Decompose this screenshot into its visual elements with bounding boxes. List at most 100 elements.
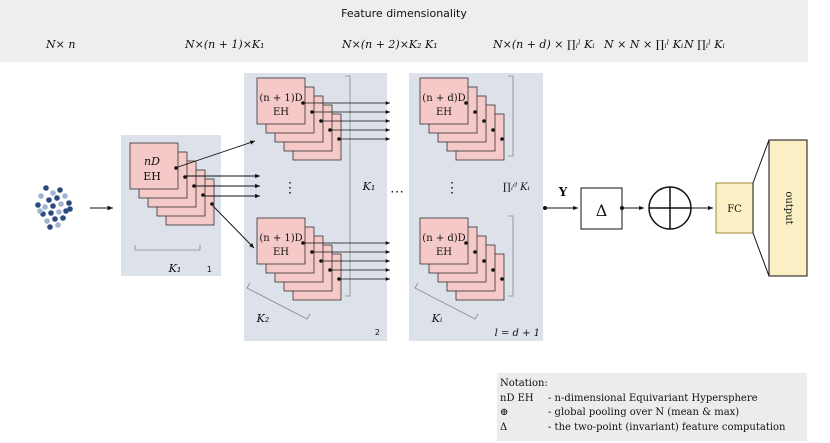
notation-desc-delta: - the two-point (invariant) feature comp… bbox=[548, 422, 786, 433]
eh-output-dot bbox=[473, 250, 477, 254]
delta-label: Δ bbox=[596, 201, 608, 220]
arrow-to-bottom-block bbox=[212, 205, 255, 249]
stage-l-top-label-top: (n + d)D bbox=[422, 93, 465, 104]
eh-output-dot bbox=[201, 193, 205, 197]
point bbox=[47, 224, 53, 230]
dim-stage-l: N×(n + d) × ∏ᵢˡ Kᵢ bbox=[492, 38, 595, 51]
point bbox=[54, 195, 60, 201]
notation-desc-eh: - n-dimensional Equivariant Hypersphere bbox=[548, 393, 758, 404]
stage-2-index: 2 bbox=[375, 328, 380, 337]
eh-output-dot bbox=[337, 277, 341, 281]
eh-output-dot bbox=[301, 101, 305, 105]
dim-stage-1: N×(n + 1)×K₁ bbox=[184, 38, 265, 51]
stage-2-side-k-label: K₁ bbox=[362, 180, 376, 193]
notation-symbol-eh: nD EH bbox=[500, 393, 534, 404]
stage-2-diagonal-brace bbox=[246, 282, 311, 320]
stage-l-eh-stack-top bbox=[419, 77, 505, 161]
stage-1-block-label-top: nD bbox=[144, 155, 160, 168]
point bbox=[66, 200, 72, 206]
eh-output-dot bbox=[491, 128, 495, 132]
point bbox=[50, 190, 56, 196]
eh-output-dot bbox=[500, 137, 504, 141]
notation-title: Notation: bbox=[500, 378, 548, 389]
point bbox=[52, 216, 58, 222]
eh-output-dot bbox=[473, 110, 477, 114]
y-label: Y bbox=[558, 185, 568, 199]
eh-output-dot bbox=[491, 268, 495, 272]
point bbox=[58, 201, 64, 207]
fc-label: FC bbox=[727, 204, 742, 215]
stage-l-bottom-label-top: (n + d)D bbox=[422, 233, 465, 244]
eh-output-dot bbox=[210, 202, 214, 206]
notation-legend: Notation: nD EH - n-dimensional Equivari… bbox=[497, 373, 807, 441]
fc-box bbox=[715, 182, 754, 234]
eh-output-dot bbox=[301, 241, 305, 245]
stage-2-top-label-bottom: EH bbox=[273, 107, 289, 118]
stage-1-block-label-bottom: EH bbox=[143, 170, 161, 183]
eh-output-dot bbox=[500, 277, 504, 281]
stage-2-eh-stack-top bbox=[256, 77, 342, 161]
stage-l-panel: (n + d)D EH ⋮ (n + d)D EH ∏ᵢᵈ Kᵢ Kᵢ l = … bbox=[409, 73, 543, 341]
eh-output-dot bbox=[328, 268, 332, 272]
stage-l-side-brace-bottom bbox=[508, 215, 514, 297]
point bbox=[38, 193, 44, 199]
eh-output-dot bbox=[310, 250, 314, 254]
dim-two-point: N × N × ∏ᵢˡ Kᵢ bbox=[603, 38, 683, 51]
notation-symbol-delta: Δ bbox=[500, 422, 507, 433]
eh-output-dot bbox=[337, 137, 341, 141]
eh-output-dot bbox=[328, 128, 332, 132]
stage-l-k-label: Kᵢ bbox=[431, 312, 442, 325]
eh-output-dot bbox=[319, 259, 323, 263]
eh-output-dot bbox=[310, 110, 314, 114]
dim-stage-2: N×(n + 2)×K₂ K₁ bbox=[341, 38, 438, 51]
header-title: Feature dimensionality bbox=[341, 7, 467, 20]
between-stages-dots: ⋯ bbox=[390, 184, 404, 200]
eh-block-layer bbox=[419, 217, 469, 265]
stage-1-k-label: K₁ bbox=[168, 262, 182, 275]
output-box bbox=[768, 139, 808, 277]
eh-block-layer bbox=[419, 77, 469, 125]
eh-block-layer bbox=[256, 217, 306, 265]
stage-1-panel: nD EH K₁ 1 bbox=[121, 135, 221, 276]
notation-desc-oplus: - global pooling over N (mean & max) bbox=[548, 407, 739, 418]
point bbox=[46, 197, 52, 203]
stage-l-index: l = d + 1 bbox=[495, 328, 540, 339]
point bbox=[37, 208, 43, 214]
feature-dimensionality-header: Feature dimensionality N× n N×(n + 1)×K₁… bbox=[0, 0, 808, 62]
point bbox=[48, 210, 54, 216]
output-label: output bbox=[783, 191, 794, 224]
point bbox=[50, 203, 56, 209]
point bbox=[44, 218, 50, 224]
notation-symbol-oplus: ⊕ bbox=[500, 407, 508, 418]
eh-output-dot bbox=[464, 101, 468, 105]
eh-block-layer bbox=[256, 77, 306, 125]
dim-input: N× n bbox=[45, 38, 75, 51]
point bbox=[67, 206, 73, 212]
point-cloud-input bbox=[35, 185, 73, 230]
output-pipeline: Y Δ FC output bbox=[543, 139, 808, 277]
eh-output-dot bbox=[319, 119, 323, 123]
delta-output-dot bbox=[620, 206, 624, 210]
eh-block-layer bbox=[129, 142, 179, 190]
stage-2-eh-stack-bottom bbox=[256, 217, 342, 301]
point bbox=[35, 202, 41, 208]
delta-box bbox=[580, 187, 623, 230]
eh-output-dot bbox=[482, 259, 486, 263]
stage-l-diagonal-brace bbox=[414, 282, 479, 320]
stage-1-to-2-arrows bbox=[174, 140, 260, 249]
stage-2-bottom-label-bottom: EH bbox=[273, 247, 289, 258]
point bbox=[42, 204, 48, 210]
point bbox=[56, 209, 62, 215]
stage-l-top-label-bottom: EH bbox=[436, 107, 452, 118]
stage-l-bottom-label-bottom: EH bbox=[436, 247, 452, 258]
stage-2-k-label: K₂ bbox=[256, 312, 270, 325]
stage-l-eh-stack-bottom bbox=[419, 217, 505, 301]
y-junction-dot bbox=[543, 206, 547, 210]
eh-output-dot bbox=[482, 119, 486, 123]
eh-output-dot bbox=[464, 241, 468, 245]
header-background bbox=[0, 0, 808, 62]
stage-2-to-l-arrows bbox=[305, 101, 390, 281]
arrow-to-top-block bbox=[174, 140, 256, 169]
stage-2-panel: (n + 1)D EH ⋮ (n + 1)D EH K₁ K₂ 2 bbox=[244, 73, 387, 341]
point bbox=[43, 185, 49, 191]
